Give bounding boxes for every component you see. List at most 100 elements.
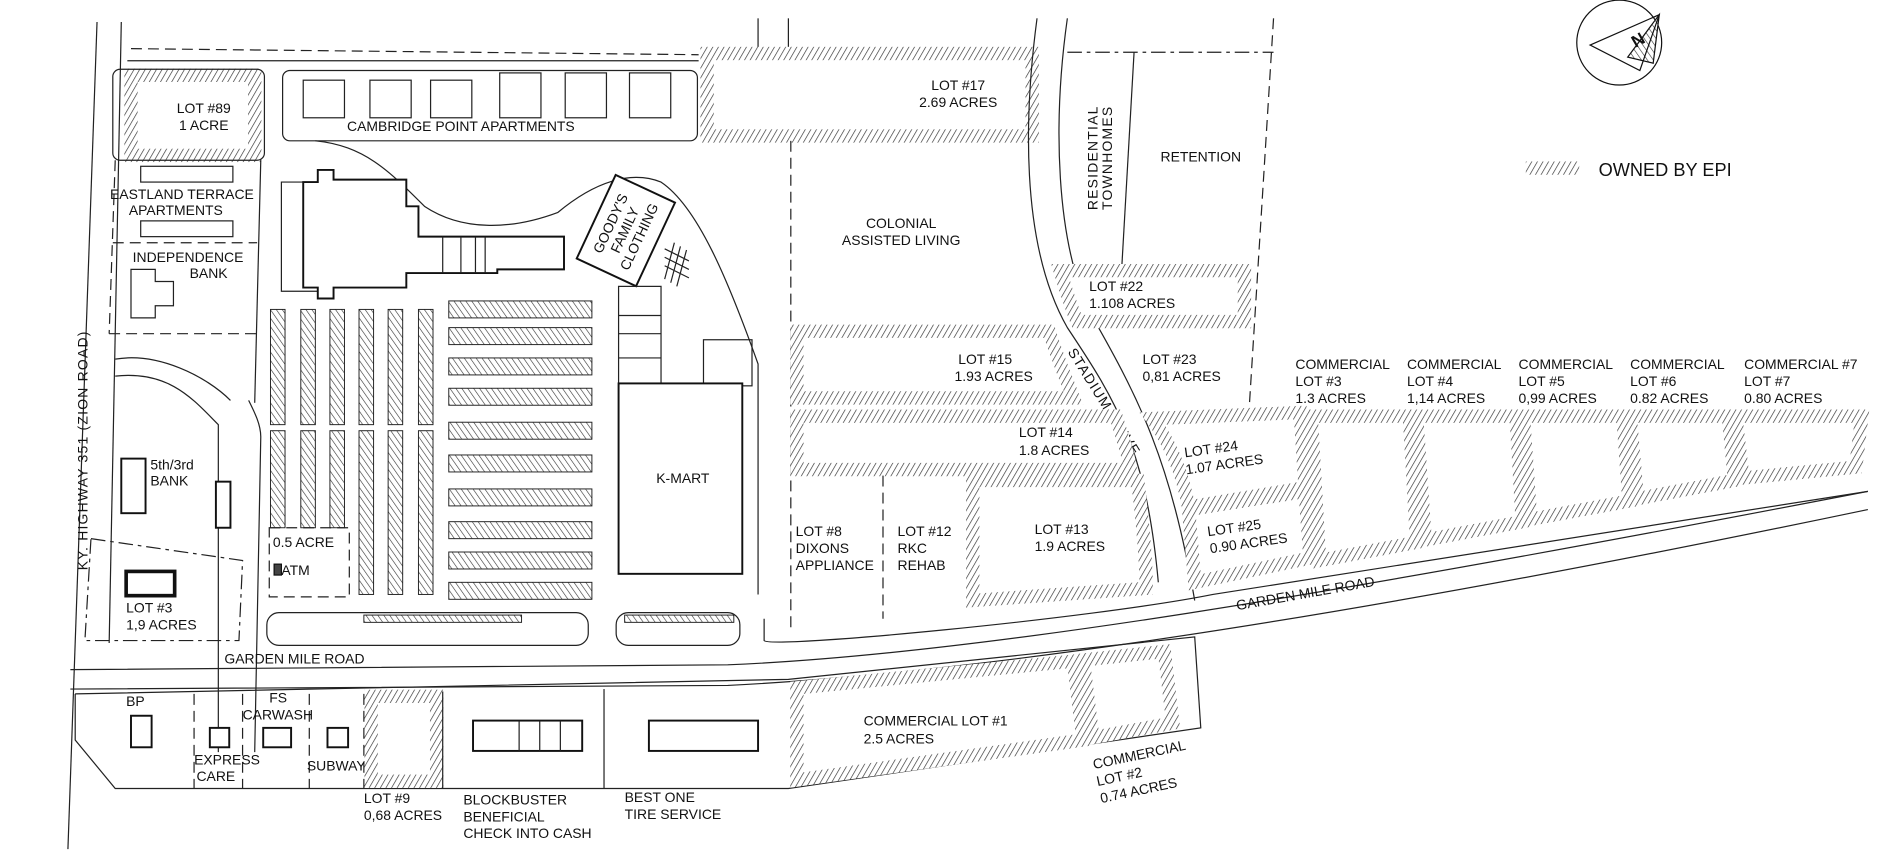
legend-label-text: OWNED BY EPI: [1599, 160, 1732, 180]
lots-lot17-1-text: 2.69 ACRES: [919, 94, 997, 110]
lot-13[interactable]: LOT #13 1.9 ACRES: [966, 473, 1153, 608]
lots-commercial-4-0-text: COMMERCIAL #7: [1744, 356, 1858, 372]
lots-comm1-0-text: COMMERCIAL LOT #1: [864, 712, 1008, 728]
lots-commercial-3-2-text: 0.82 ACRES: [1630, 390, 1708, 406]
lots-commercial-0-1-text: LOT #3: [1295, 373, 1341, 389]
lots-lot14-1-text: 1.8 ACRES: [1019, 442, 1090, 458]
best-one-tire-service[interactable]: BEST ONE TIRE SERVICE: [625, 719, 760, 822]
lots-atm-1-text: ATM: [281, 562, 309, 578]
lots-lot3-0-text: LOT #3: [126, 600, 172, 616]
lots-lot24-0-text: LOT #24: [1183, 437, 1239, 460]
lots-kmart-text: K-MART: [656, 470, 710, 486]
goodys-family-clothing[interactable]: GOODY'S FAMILY CLOTHING: [575, 173, 677, 288]
north-arrow-compass-icon: N: [1576, 0, 1663, 86]
lots-commercial-4-1-text: LOT #7: [1744, 373, 1790, 389]
lots-commercial-3-0-text: COMMERCIAL: [1630, 356, 1725, 372]
subway[interactable]: SUBWAY: [307, 726, 366, 773]
lots-commercial-0-0-text: COMMERCIAL: [1295, 356, 1390, 372]
lots-lot8-0-text: LOT #8: [796, 523, 842, 539]
lots-lot12-0-text: LOT #12: [898, 523, 952, 539]
lots-bp-text: BP: [126, 693, 145, 709]
lots-carwash-1-text: CARWASH: [243, 706, 313, 722]
lots-lot9-0-text: LOT #9: [364, 790, 410, 806]
lots-commercial-1-2-text: 1,14 ACRES: [1407, 390, 1485, 406]
legend: OWNED BY EPI: [1525, 160, 1732, 180]
lots-lot22-1-text: 1.108 ACRES: [1089, 295, 1175, 311]
lots-eastland-1-text: APARTMENTS: [129, 202, 223, 218]
eastland-terrace-apartments[interactable]: EASTLAND TERRACE APARTMENTS: [108, 160, 262, 403]
lots-commercial-0-2-text: 1.3 ACRES: [1295, 390, 1366, 406]
lots-lot13-0-text: LOT #13: [1035, 521, 1089, 537]
lots-carwash-0-text: FS: [269, 689, 287, 705]
residential-townhomes[interactable]: RESIDENTIAL TOWNHOMES: [1085, 105, 1116, 210]
bp[interactable]: BP: [126, 693, 153, 749]
atm-lot[interactable]: 0.5 ACRE ATM: [268, 527, 350, 598]
lots-bank53-1-text: BANK: [150, 472, 189, 488]
lots-colonial-0-text: COLONIAL: [866, 215, 937, 231]
lots-lot23-0-text: LOT #23: [1143, 351, 1197, 367]
lots-express-0-text: EXPRESS: [194, 751, 260, 767]
lots-lot23-1-text: 0,81 ACRES: [1143, 368, 1221, 384]
lots-lot89-0-text: LOT #89: [177, 100, 231, 116]
fifth-third-bank[interactable]: 5th/3rd BANK: [120, 457, 232, 529]
lots-bestone-1-text: TIRE SERVICE: [625, 806, 722, 822]
highway-road: KY. HIGHWAY 351 (ZION ROAD): [67, 21, 122, 850]
lots-lot14-0-text: LOT #14: [1019, 424, 1073, 440]
garden-mile-road-label: GARDEN MILE ROAD: [224, 651, 364, 667]
lots-bestone-0-text: BEST ONE: [625, 789, 695, 805]
lot-22[interactable]: LOT #22 1.108 ACRES: [1051, 263, 1252, 329]
lots-independence-1-text: BANK: [190, 265, 229, 281]
lots-eastland-0-text: EASTLAND TERRACE: [110, 186, 254, 202]
mall-building: [302, 168, 565, 300]
lots-commercial-3-1-text: LOT #6: [1630, 373, 1676, 389]
lots-express-1-text: CARE: [196, 768, 235, 784]
lots-lot89-1-text: 1 ACRE: [179, 117, 229, 133]
lot-14[interactable]: LOT #14 1.8 ACRES: [790, 409, 1139, 477]
kmart[interactable]: K-MART: [617, 285, 753, 575]
lots-lot3-1-text: 1,9 ACRES: [126, 617, 197, 633]
lot-3[interactable]: LOT #3 1,9 ACRES: [84, 537, 244, 642]
lots-commercial-1-1-text: LOT #4: [1407, 373, 1453, 389]
lots-blockbuster-2-text: CHECK INTO CASH: [463, 825, 591, 841]
lots-cambridge-text: CAMBRIDGE POINT APARTMENTS: [347, 118, 575, 134]
fs-carwash[interactable]: FS CARWASH: [243, 689, 313, 749]
lots-lot15-0-text: LOT #15: [958, 351, 1012, 367]
lots-comm1-1-text: 2.5 ACRES: [864, 731, 935, 747]
lots-bank53-0-text: 5th/3rd: [150, 457, 193, 473]
lots-lot8-2-text: APPLIANCE: [796, 557, 874, 573]
lots-commercial-2-2-text: 0,99 ACRES: [1519, 390, 1597, 406]
retention[interactable]: RETENTION: [1161, 148, 1242, 164]
blockbuster[interactable]: BLOCKBUSTER BENEFICIAL CHECK INTO CASH: [463, 719, 592, 842]
lots-lot13-1-text: 1.9 ACRES: [1035, 538, 1106, 554]
garden-mile-road-label-east: GARDEN MILE ROAD: [1235, 573, 1376, 613]
lot-25[interactable]: LOT #25 0.90 ACRES: [1181, 483, 1318, 591]
lots-townhomes-0-text: RESIDENTIAL: [1085, 105, 1101, 210]
independence-bank[interactable]: INDEPENDENCE BANK: [109, 242, 258, 335]
lot-89[interactable]: LOT #89 1 ACRE: [124, 68, 262, 163]
legend-hatch-swatch: [1525, 161, 1580, 175]
lots-lot9-1-text: 0,68 ACRES: [364, 807, 442, 823]
lots-lot15-1-text: 1.93 ACRES: [955, 368, 1033, 384]
lot-23[interactable]: LOT #23 0,81 ACRES: [1143, 351, 1221, 384]
lots-atm-0-text: 0.5 ACRE: [273, 534, 334, 550]
lot-17[interactable]: LOT #17 2.69 ACRES: [700, 46, 1039, 143]
highway-label: KY. HIGHWAY 351 (ZION ROAD): [74, 330, 90, 570]
express-care[interactable]: EXPRESS CARE: [194, 726, 260, 784]
lots-colonial-1-text: ASSISTED LIVING: [842, 232, 961, 248]
lot-12[interactable]: LOT #12 RKC REHAB: [898, 523, 952, 573]
lots-blockbuster-1-text: BENEFICIAL: [463, 808, 545, 824]
lots-commercial-1-0-text: COMMERCIAL: [1407, 356, 1502, 372]
commercial-lot-1[interactable]: COMMERCIAL LOT #1 2.5 ACRES: [790, 653, 1091, 788]
lots-lot25-0-text: LOT #25: [1206, 516, 1262, 539]
cambridge-point-apartments[interactable]: CAMBRIDGE POINT APARTMENTS: [282, 69, 699, 142]
lots-commercial-2-1-text: LOT #5: [1519, 373, 1565, 389]
commercial-lot-2[interactable]: COMMERCIAL LOT #2 0.74 ACRES: [1075, 644, 1187, 806]
lots-lot12-1-text: RKC: [898, 540, 927, 556]
lot-8[interactable]: LOT #8 DIXONS APPLIANCE: [796, 475, 884, 619]
lot-9[interactable]: LOT #9 0,68 ACRES: [364, 689, 444, 823]
lot-15[interactable]: LOT #15 1.93 ACRES: [790, 324, 1084, 405]
